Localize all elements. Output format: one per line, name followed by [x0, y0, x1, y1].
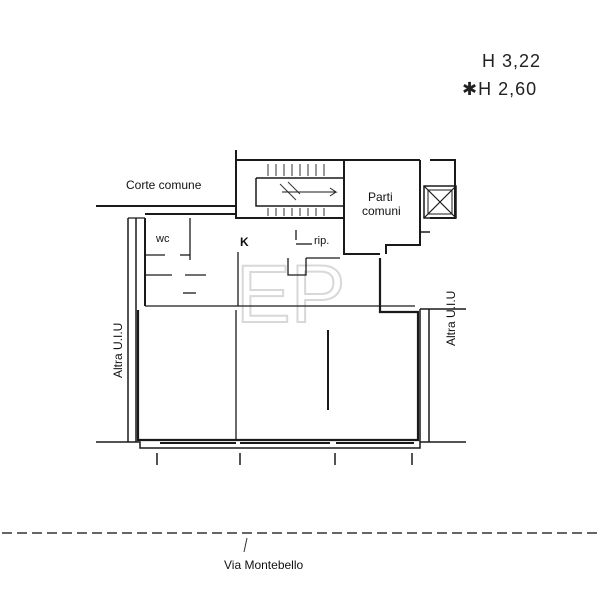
right-neighbor-wall: [419, 309, 430, 442]
label-altra-uiu-left: Altra U.I.U: [111, 323, 125, 378]
label-street: Via Montebello: [224, 558, 303, 572]
stairwell: [235, 150, 420, 218]
facade-windows: [156, 442, 414, 465]
site-boundary: [96, 205, 466, 449]
height-secondary: ✱H 2,60: [462, 79, 537, 99]
label-corte-comune: Corte comune: [126, 178, 202, 192]
label-kitchen: K: [240, 235, 249, 249]
left-neighbor-wall: [127, 217, 145, 442]
common-area: [385, 159, 457, 254]
apartment-walls: [136, 213, 420, 442]
label-parti-comuni-1: Parti: [368, 190, 393, 204]
label-altra-uiu-right: Altra U.I.U: [444, 291, 458, 346]
label-ripostiglio: rip.: [314, 235, 329, 247]
watermark: EP: [236, 249, 345, 340]
label-wc: wc: [155, 233, 170, 245]
street-tick: [243, 537, 248, 553]
height-main: H 3,22: [482, 51, 541, 71]
label-parti-comuni-2: comuni: [362, 204, 401, 218]
